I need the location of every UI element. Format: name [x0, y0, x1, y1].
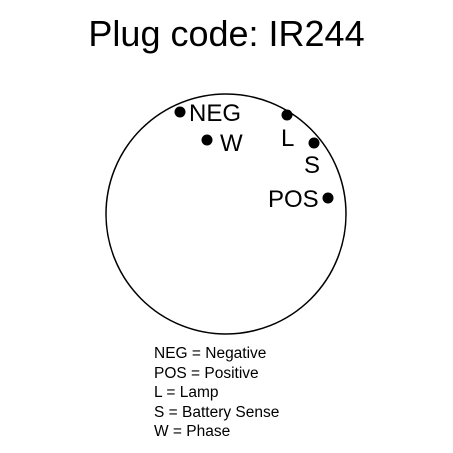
legend-item-pos: POS = Positive — [154, 364, 259, 382]
legend-item-neg: NEG = Negative — [154, 345, 267, 362]
pin-dot-neg — [174, 106, 186, 118]
pin-dot-l — [281, 109, 293, 121]
pin-label-pos: POS — [268, 186, 319, 213]
pin-label-s: S — [304, 152, 320, 179]
pin-label-w: W — [220, 130, 243, 157]
plug-outline — [105, 93, 347, 335]
diagram-title: Plug code: IR244 — [88, 13, 365, 54]
pin-dot-w — [201, 134, 213, 146]
pin-dot-s — [308, 137, 320, 149]
pin-label-l: L — [281, 125, 294, 152]
legend-item-l: L = Lamp — [154, 384, 219, 401]
legend-item-s: S = Battery Sense — [154, 403, 280, 421]
legend-item-w: W = Phase — [154, 423, 231, 440]
pin-label-neg: NEG — [189, 100, 241, 127]
legend: NEG = Negative POS = Positive L = Lamp S… — [154, 344, 279, 442]
pin-dot-pos — [322, 192, 334, 204]
